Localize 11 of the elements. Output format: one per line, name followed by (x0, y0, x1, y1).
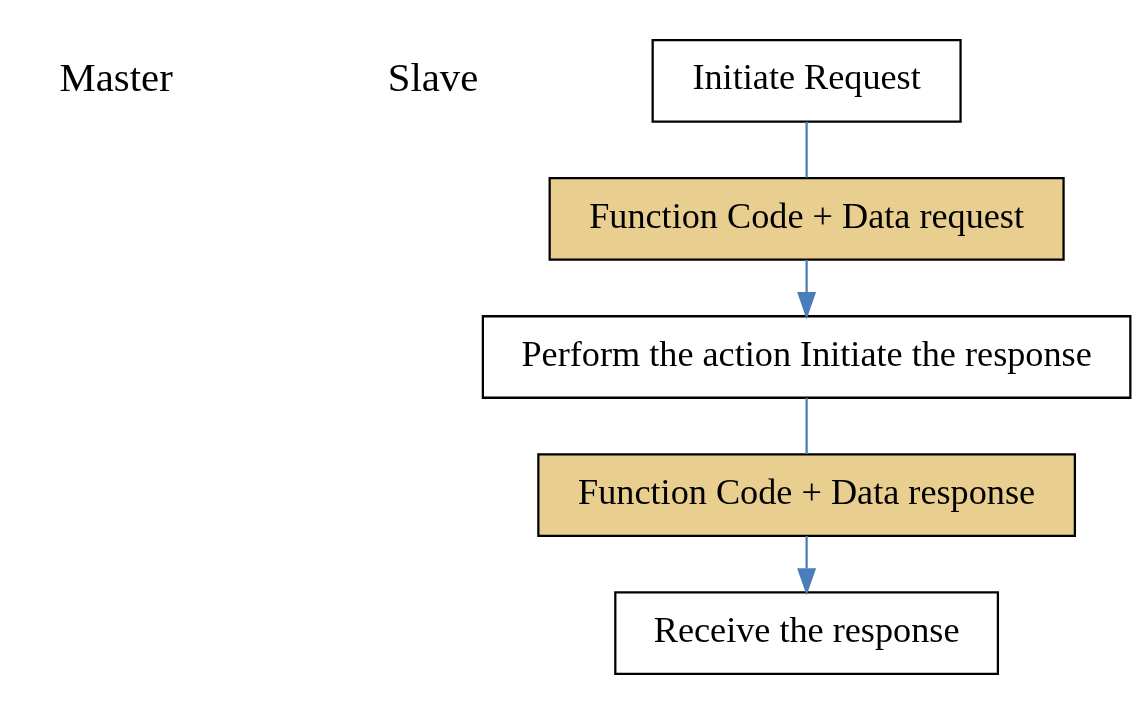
label: Slave (387, 54, 479, 100)
node-box: Function Code + Data request (548, 176, 1065, 261)
arrow (797, 535, 817, 595)
node-box: Receive the response (614, 590, 1000, 675)
connector (805, 397, 808, 454)
node-box: Function Code + Data response (537, 452, 1077, 537)
label: Master (59, 54, 173, 100)
node-box: Perform the action Initiate the response (481, 314, 1132, 399)
connector (805, 121, 808, 178)
arrow (797, 259, 817, 319)
node-box: Initiate Request (651, 38, 962, 123)
